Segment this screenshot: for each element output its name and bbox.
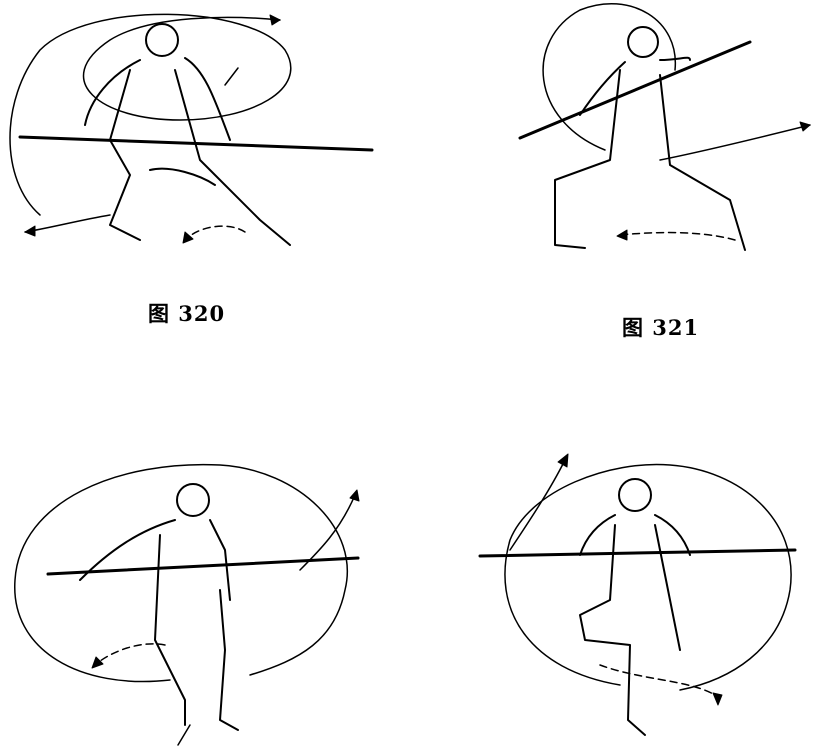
body <box>554 56 746 251</box>
arrow-dashed <box>619 231 736 241</box>
body <box>579 514 691 736</box>
arrow-dashed <box>94 643 166 666</box>
head <box>627 26 659 58</box>
arrow-left <box>24 214 111 233</box>
staff <box>518 40 752 140</box>
motion-path <box>14 463 348 683</box>
body <box>79 519 239 731</box>
motion-path <box>504 463 792 691</box>
arrow-dashed <box>184 225 246 241</box>
body <box>84 57 291 246</box>
head <box>145 23 179 57</box>
head <box>176 483 210 517</box>
head <box>618 478 652 512</box>
figure-caption: 图 320 <box>148 301 226 326</box>
motion-path <box>9 13 292 216</box>
figure-caption: 图 321 <box>622 315 700 340</box>
staff <box>46 556 360 576</box>
figure-320-illustration <box>0 0 380 260</box>
figure-323-illustration <box>470 440 830 750</box>
arrow-dashed <box>599 664 716 696</box>
staff <box>478 548 797 558</box>
figure-322-illustration <box>0 440 380 750</box>
motion-path <box>542 3 811 161</box>
arrowhead-icon <box>269 14 281 26</box>
figure-321-illustration <box>510 0 830 265</box>
